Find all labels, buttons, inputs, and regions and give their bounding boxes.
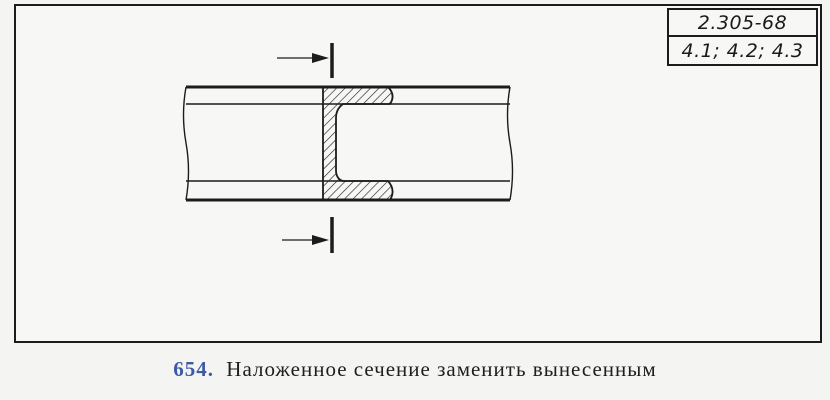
- standard-reference-box: 2.305-68 4.1; 4.2; 4.3: [667, 8, 818, 66]
- figure-caption: 654. Наложенное сечение заменить вынесен…: [0, 357, 830, 382]
- standard-clauses: 4.1; 4.2; 4.3: [681, 39, 804, 62]
- standard-number: 2.305-68: [669, 10, 816, 37]
- section-cut-marks: [277, 43, 334, 253]
- exercise-number: 654.: [173, 357, 215, 381]
- left-break-line: [182, 86, 190, 201]
- exercise-text: Наложенное сечение заменить вынесенным: [226, 357, 657, 381]
- right-break-line: [506, 86, 514, 201]
- arrow-head-bottom: [312, 235, 329, 245]
- arrow-head-top: [312, 53, 329, 63]
- superimposed-section: [322, 86, 394, 201]
